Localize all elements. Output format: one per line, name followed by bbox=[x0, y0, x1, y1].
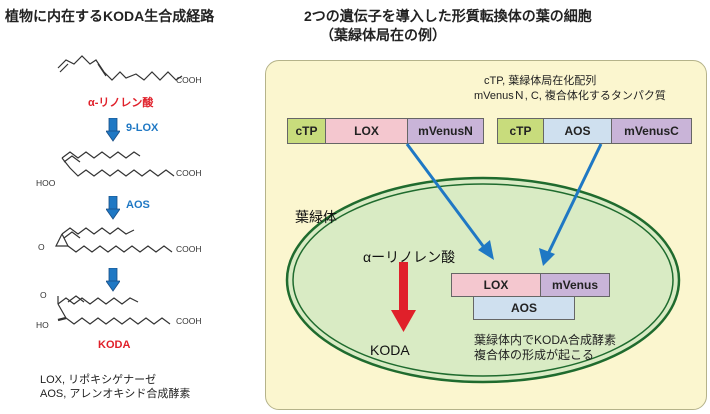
compound-2-hoo: HOO bbox=[36, 178, 56, 188]
enzyme-9-lox-label: 9-LOX bbox=[126, 122, 159, 134]
product-koda-label: KODA bbox=[370, 342, 410, 358]
construct-aos-mvenusc: mVenusC bbox=[612, 119, 691, 143]
chloroplast-inner-membrane bbox=[292, 183, 674, 377]
compound-alpha-linolenic-structure bbox=[57, 55, 183, 81]
complex-note-1: 葉緑体内でKODA合成酵素 bbox=[474, 333, 617, 347]
construct-aos-ctp: cTP bbox=[498, 119, 544, 143]
import-arrow-lox bbox=[405, 143, 488, 251]
compound-4-cooh: COOH bbox=[176, 316, 202, 326]
note-mvenus: mVenusＮ, C, 複合体化するタンパク質 bbox=[474, 90, 666, 102]
reaction-arrow-shaft bbox=[399, 262, 408, 314]
compound-allene-oxide-structure bbox=[55, 227, 173, 253]
construct-lox-lox: LOX bbox=[326, 119, 408, 143]
compound-1-cooh: COOH bbox=[176, 75, 202, 85]
compound-3-cooh: COOH bbox=[176, 244, 202, 254]
import-arrow-lox-head bbox=[478, 240, 494, 260]
construct-lox-ctp: cTP bbox=[288, 119, 326, 143]
pathway-arrow-1 bbox=[106, 118, 120, 142]
complex-lox: LOX bbox=[451, 273, 541, 297]
compound-hydroperoxide-structure bbox=[61, 151, 175, 177]
substrate-label: αーリノレン酸 bbox=[363, 249, 456, 265]
compound-3-epoxide-o: O bbox=[38, 242, 45, 252]
construct-lox-mvenusn: mVenusN bbox=[408, 119, 483, 143]
construct-lox: cTP LOX mVenusN bbox=[287, 118, 484, 144]
reaction-arrow-head bbox=[391, 310, 416, 332]
note-ctp: cTP, 葉緑体局在化配列 bbox=[484, 75, 597, 87]
pathway-arrow-2 bbox=[106, 196, 120, 220]
complex-aos: AOS bbox=[473, 296, 575, 320]
construct-aos-aos: AOS bbox=[544, 119, 612, 143]
left-title: 植物に内在するKODA生合成経路 bbox=[5, 8, 215, 24]
legend-aos: AOS, アレンオキシド合成酵素 bbox=[40, 388, 191, 400]
abbrev-legend: LOX, リポキシゲナーゼ AOS, アレンオキシド合成酵素 bbox=[40, 373, 190, 401]
complex-note-2: 複合体の形成が起こる bbox=[474, 348, 595, 362]
compound-alpha-linolenic-label: α-リノレン酸 bbox=[88, 97, 154, 109]
complex-mvenus: mVenus bbox=[540, 273, 610, 297]
compound-4-keto-o: O bbox=[40, 290, 47, 300]
compound-koda-structure bbox=[57, 295, 171, 325]
import-arrow-aos-head bbox=[539, 248, 555, 266]
compound-2-cooh: COOH bbox=[176, 168, 202, 178]
import-arrow-aos bbox=[545, 143, 603, 257]
pathway-arrow-3 bbox=[106, 268, 120, 292]
construct-aos: cTP AOS mVenusC bbox=[497, 118, 692, 144]
right-title: 2つの遺伝子を導入した形質転換体の葉の細胞 bbox=[304, 8, 592, 24]
compound-4-ho: HO bbox=[36, 320, 49, 330]
chloroplast-label: 葉緑体 bbox=[295, 209, 337, 225]
right-subtitle: （葉緑体局在の例） bbox=[320, 27, 446, 43]
compound-koda-label: KODA bbox=[98, 339, 131, 351]
legend-lox: LOX, リポキシゲナーゼ bbox=[40, 374, 157, 386]
enzyme-aos-label: AOS bbox=[126, 199, 150, 211]
